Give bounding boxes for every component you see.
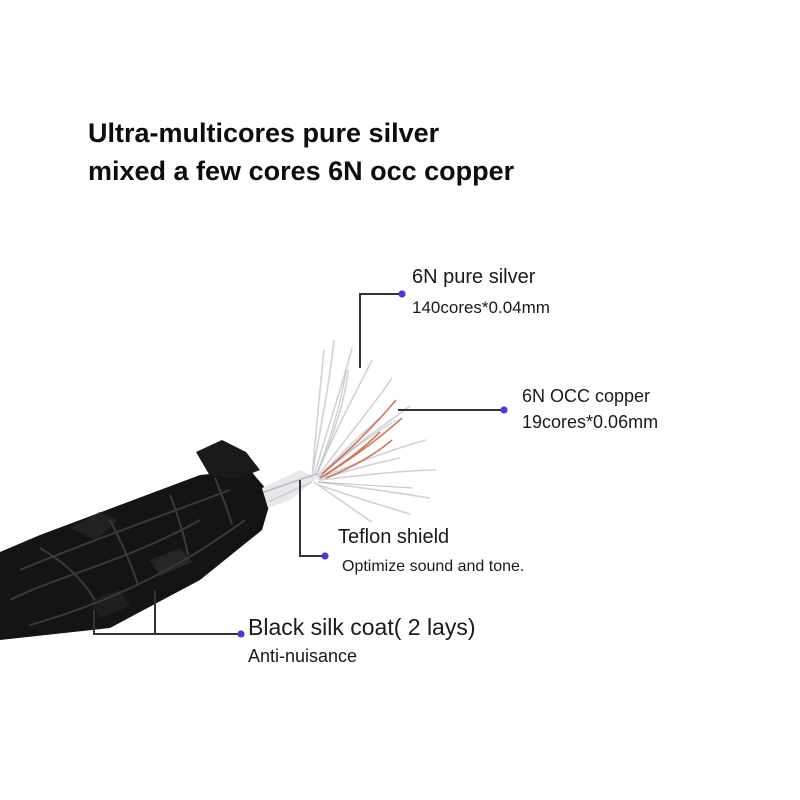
silk-callout-title: Black silk coat( 2 lays) <box>248 614 476 640</box>
headline: Ultra-multicores pure silver mixed a few… <box>88 114 514 190</box>
copper-strands-graphic <box>319 399 403 479</box>
silver-callout-title: 6N pure silver <box>412 266 536 288</box>
copper-callout-title: 6N OCC copper <box>522 386 651 406</box>
leader-lines <box>93 293 504 635</box>
silk-callout-spec: Anti-nuisance <box>248 646 358 666</box>
silver-strands-graphic <box>311 339 437 523</box>
headline-line-2: mixed a few cores 6N occ copper <box>88 156 515 186</box>
teflon-shield-graphic <box>262 470 318 508</box>
teflon-callout-spec: Optimize sound and tone. <box>342 558 525 575</box>
leader-dots <box>237 290 508 638</box>
teflon-callout-title: Teflon shield <box>338 526 450 548</box>
copper-callout-spec: 19cores*0.06mm <box>522 412 659 432</box>
headline-line-1: Ultra-multicores pure silver <box>88 118 440 148</box>
silver-callout-spec: 140cores*0.04mm <box>412 298 550 317</box>
black-silk-coat-graphic <box>0 440 272 640</box>
